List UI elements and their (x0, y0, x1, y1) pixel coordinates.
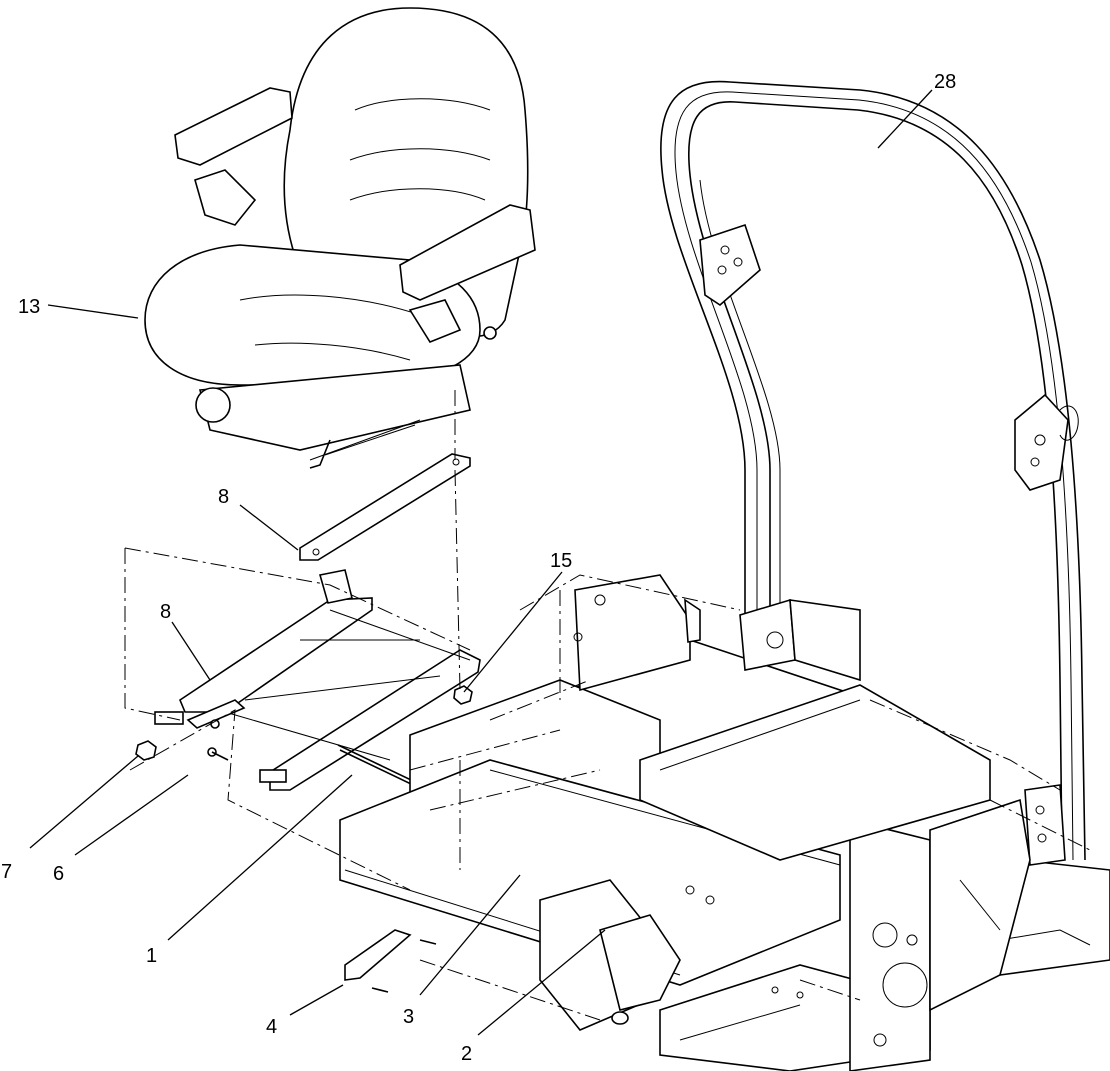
leader-2 (477, 929, 606, 1036)
callout-6: 6 (53, 863, 64, 885)
leader-lines (29, 89, 933, 1036)
seat-rail-frame (154, 569, 481, 791)
callout-13: 13 (18, 296, 40, 318)
seat-rail-upper (299, 453, 471, 561)
leader-28 (877, 89, 933, 149)
callout-8-lower: 8 (160, 601, 171, 623)
link-6 (186, 699, 246, 729)
leader-13 (47, 304, 139, 319)
leader-8-lower (171, 621, 211, 681)
callout-3: 3 (403, 1006, 414, 1028)
leader-1 (167, 774, 353, 941)
assembly-lines (124, 390, 1091, 1021)
leader-4 (289, 984, 344, 1016)
bracket-4 (344, 929, 412, 981)
callout-8-upper: 8 (218, 486, 229, 508)
leader-15 (463, 571, 563, 693)
nut-7 (135, 740, 157, 761)
leader-7 (29, 755, 139, 849)
callout-7: 7 (1, 861, 12, 883)
leader-8-upper (239, 504, 299, 551)
callout-28: 28 (934, 71, 956, 93)
callout-2: 2 (461, 1043, 472, 1065)
leader-3 (419, 874, 521, 996)
roll-bar (660, 80, 1110, 976)
seat (144, 7, 536, 469)
callout-15: 15 (550, 550, 572, 572)
callouts: 28 13 8 15 8 7 6 1 4 3 2 (1, 71, 956, 1065)
chassis-frame (339, 574, 1031, 1071)
nut-15 (453, 685, 473, 705)
callout-4: 4 (266, 1016, 277, 1038)
leader-6 (74, 774, 189, 856)
callout-1: 1 (146, 945, 157, 967)
